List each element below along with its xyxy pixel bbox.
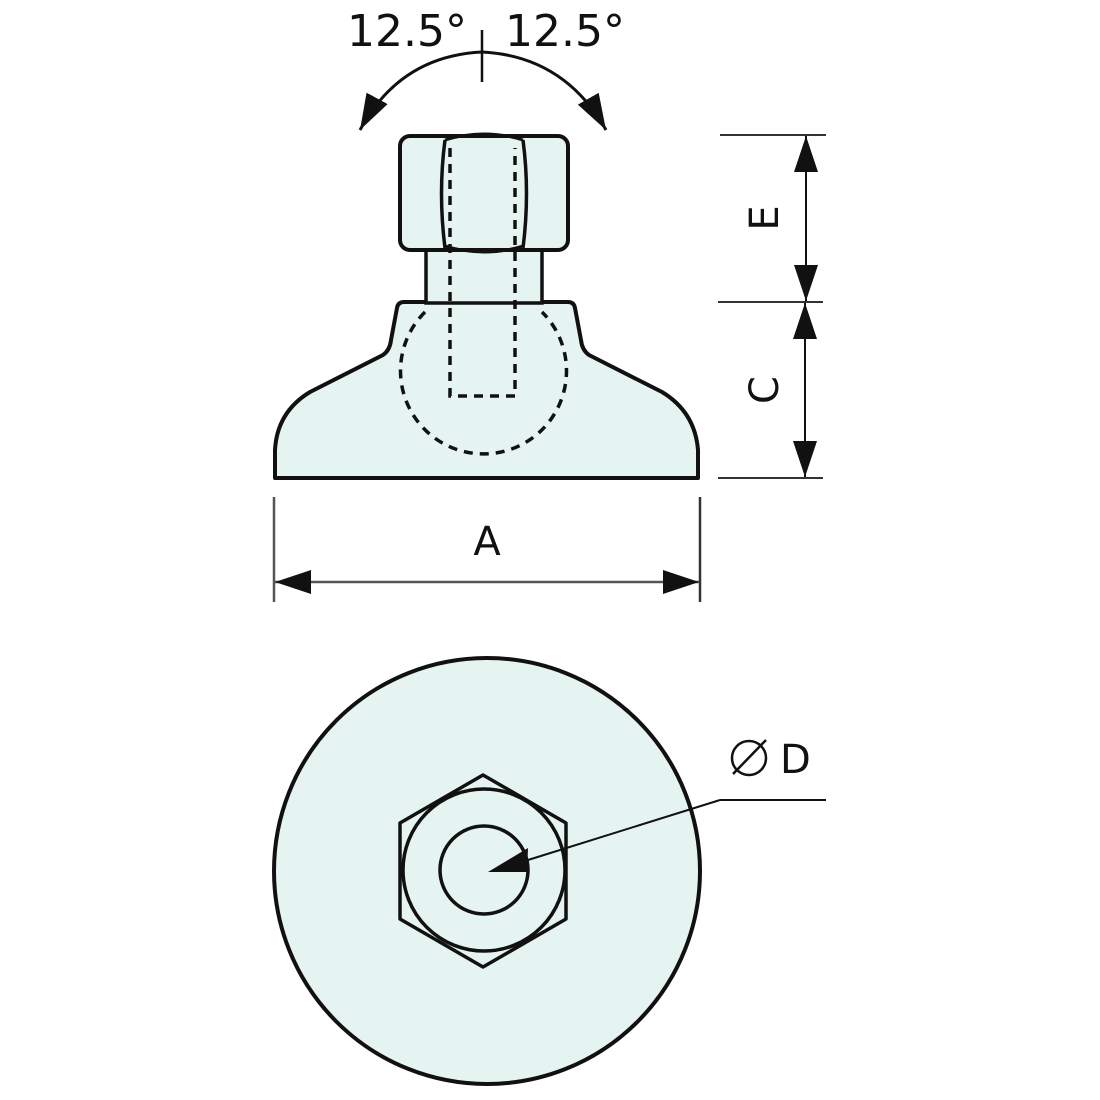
top-view: D	[272, 656, 826, 1086]
thread-bore-circle	[438, 824, 530, 916]
side-view	[273, 132, 700, 480]
tilt-arc-left	[358, 50, 483, 131]
hex-nut-chamfer-top	[444, 132, 524, 142]
hidden-ball-outline	[398, 310, 569, 456]
tilt-angle-right-label: 12.5°	[505, 6, 625, 57]
tilt-arc-right	[481, 50, 608, 131]
diameter-leader-arrow	[488, 848, 528, 872]
hex-nut-side	[398, 134, 570, 252]
diameter-leader-line	[527, 799, 721, 861]
base-body	[273, 300, 700, 480]
nut-chamfer-ring	[401, 787, 567, 953]
dim-e-label: E	[742, 205, 788, 230]
dim-a-label: A	[473, 519, 501, 565]
hex-nut-chamfer-bottom	[444, 244, 524, 254]
tilt-angle-left-label: 12.5°	[347, 6, 467, 57]
dim-d-label: D	[780, 737, 811, 783]
stem	[424, 246, 544, 305]
hidden-thread-bore	[448, 148, 517, 398]
base-disc	[272, 656, 702, 1086]
dimension-e-c: E C	[718, 134, 826, 479]
diameter-label: D	[730, 737, 811, 783]
diameter-symbol-slash	[732, 739, 767, 775]
hex-nut-top	[398, 773, 568, 969]
hex-nut-face-left	[439, 139, 447, 249]
dimension-a: A	[272, 497, 702, 602]
diameter-symbol-icon	[730, 739, 768, 777]
hex-nut-face-right	[521, 139, 529, 249]
tilt-angle-annotation: 12.5° 12.5°	[347, 6, 625, 131]
dim-c-label: C	[742, 376, 788, 404]
